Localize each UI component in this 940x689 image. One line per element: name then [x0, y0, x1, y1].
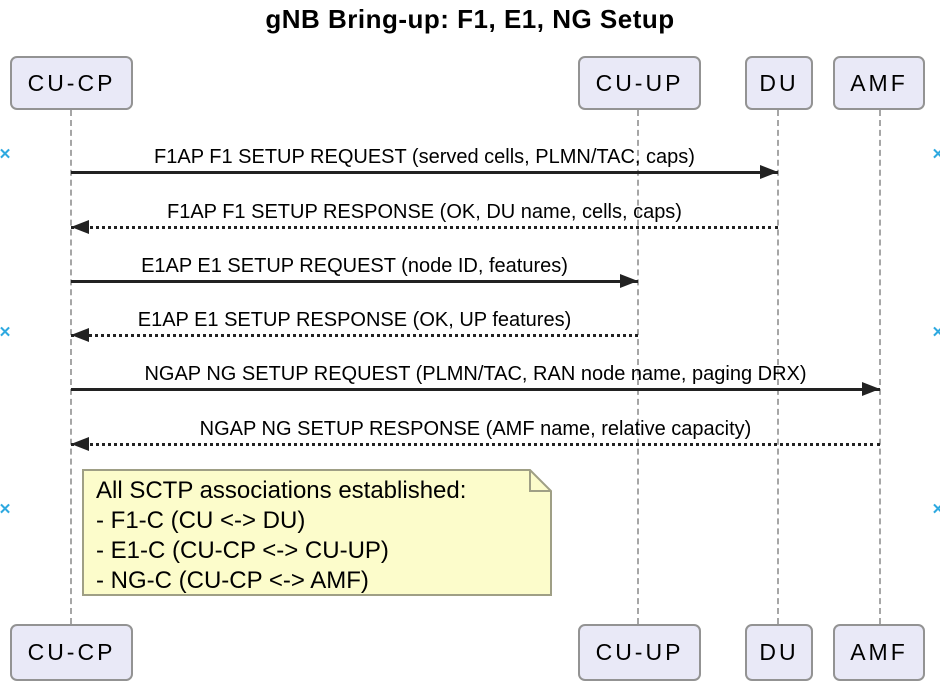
message-line: [71, 171, 778, 174]
edge-handle-x-icon: ✕: [0, 324, 12, 341]
arrowhead-left-icon: [71, 437, 89, 451]
message-line: [71, 388, 880, 391]
lifeline-du: [777, 110, 779, 624]
participant-amf-top: AMF: [833, 56, 925, 110]
edge-handle-x-icon: ✕: [931, 501, 940, 518]
arrowhead-right-icon: [620, 274, 638, 288]
message-label: F1AP F1 SETUP RESPONSE (OK, DU name, cel…: [167, 201, 682, 223]
participant-label: CU-UP: [595, 639, 684, 665]
note-line: - F1-C (CU <-> DU): [96, 507, 306, 534]
participant-cuup-top: CU-UP: [578, 56, 701, 110]
arrowhead-right-icon: [862, 382, 880, 396]
note-line: - E1-C (CU-CP <-> CU-UP): [96, 537, 389, 564]
note-line: All SCTP associations established:: [96, 477, 467, 504]
message-line: [71, 334, 638, 337]
message-line: [71, 443, 880, 446]
participant-du-bottom: DU: [745, 624, 813, 681]
participant-cucp-top: CU-CP: [10, 56, 133, 110]
lifeline-cucp: [70, 110, 72, 624]
participant-label: DU: [759, 69, 799, 96]
message-label: NGAP NG SETUP REQUEST (PLMN/TAC, RAN nod…: [144, 363, 807, 385]
participant-cuup-bottom: CU-UP: [578, 624, 701, 681]
participant-label: DU: [759, 639, 799, 665]
message-label: E1AP E1 SETUP REQUEST (node ID, features…: [141, 255, 568, 277]
participant-label: CU-CP: [27, 639, 116, 665]
participant-label: AMF: [850, 639, 908, 665]
message-label: F1AP F1 SETUP REQUEST (served cells, PLM…: [154, 146, 695, 168]
participant-amf-bottom: AMF: [833, 624, 925, 681]
lifeline-amf: [879, 110, 881, 624]
message-label: E1AP E1 SETUP RESPONSE (OK, UP features): [137, 309, 572, 331]
diagram-title: gNB Bring-up: F1, E1, NG Setup: [265, 4, 675, 34]
message-line: [71, 280, 638, 283]
lifeline-cuup: [637, 110, 639, 624]
arrowhead-right-icon: [760, 165, 778, 179]
arrowhead-left-icon: [71, 328, 89, 342]
edge-handle-x-icon: ✕: [931, 324, 940, 341]
edge-handle-x-icon: ✕: [0, 501, 12, 518]
edge-handle-x-icon: ✕: [0, 146, 12, 163]
message-label: NGAP NG SETUP RESPONSE (AMF name, relati…: [199, 418, 752, 440]
note-line: - NG-C (CU-CP <-> AMF): [96, 567, 369, 594]
message-line: [71, 226, 778, 229]
note-sctp-associations: All SCTP associations established: - F1-…: [96, 476, 546, 596]
participant-label: CU-UP: [595, 69, 684, 96]
edge-handle-x-icon: ✕: [931, 146, 940, 163]
participant-cucp-bottom: CU-CP: [10, 624, 133, 681]
arrowhead-left-icon: [71, 220, 89, 234]
participant-label: AMF: [850, 69, 908, 96]
participant-du-top: DU: [745, 56, 813, 110]
participant-label: CU-CP: [27, 69, 116, 96]
note-shape: [82, 469, 552, 596]
